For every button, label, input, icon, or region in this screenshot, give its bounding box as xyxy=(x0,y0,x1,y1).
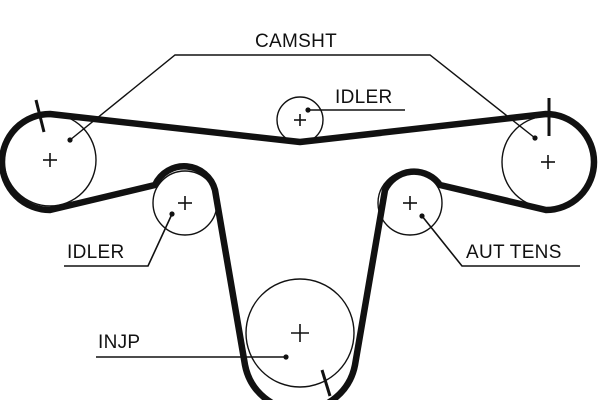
auto-tensioner-leader-line xyxy=(421,215,580,267)
idler-top-label: IDLER xyxy=(335,87,392,108)
camshaft-label: CAMSHT xyxy=(255,31,337,52)
camshaft-left-center-cross xyxy=(43,153,57,167)
idler-left-label: IDLER xyxy=(67,242,124,263)
idler-top-leader-dot xyxy=(305,107,311,113)
timing-mark-injection-pump xyxy=(320,369,332,397)
timing-belt xyxy=(0,110,598,400)
timing-mark-camshaft-left xyxy=(34,99,46,133)
injection-pump-center-cross xyxy=(291,324,309,342)
idler-left-leader-dot xyxy=(169,211,175,217)
camshaft-leader-line xyxy=(69,54,536,141)
camshaft-right-leader-dot xyxy=(532,135,538,141)
injection-pump-label: INJP xyxy=(98,332,140,353)
auto-tensioner-label: AUT TENS xyxy=(466,242,562,263)
camshaft-left-leader-dot xyxy=(67,137,73,143)
auto-tensioner-center-cross xyxy=(403,196,417,210)
idler-top-center-cross xyxy=(294,114,306,126)
idler-left-leader-line xyxy=(64,213,173,267)
auto-tensioner-leader-dot xyxy=(419,213,425,219)
camshaft-right-center-cross xyxy=(541,155,555,169)
idler-left-center-cross xyxy=(178,196,192,210)
injection-pump-leader-dot xyxy=(283,354,289,360)
